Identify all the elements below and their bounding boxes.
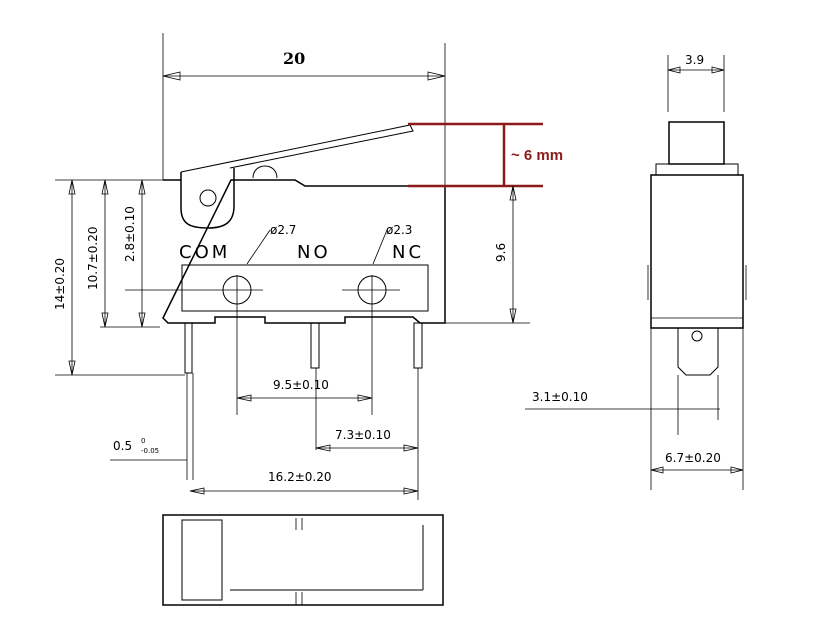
height-to-lever-dim: 14±0.20 <box>53 258 67 310</box>
terminal-com <box>184 322 193 374</box>
terminal-tol-lower: -0.05 <box>141 447 159 455</box>
terminal-tab <box>677 328 719 376</box>
lever-height-dim: 9.6 <box>494 243 508 262</box>
bottom-actuator <box>181 519 223 601</box>
label-no: NO <box>297 242 331 263</box>
bottom-view <box>162 514 444 606</box>
pivot-hole <box>199 189 217 207</box>
terminal-no <box>310 322 320 369</box>
front-view: ø2.7 ø2.3 COM NO NC 20 ~ 6 mm 9.6 <box>53 33 563 500</box>
travel-annotation: ~ 6 mm <box>511 147 563 164</box>
terminal-nc <box>413 322 423 369</box>
hole-com-diameter: ø2.7 <box>270 223 296 237</box>
terminal-thickness-dim: 0.5 <box>113 439 132 453</box>
side-body <box>650 174 744 329</box>
mounting-plate <box>181 264 429 312</box>
height-to-pivot-dim: 10.7±0.20 <box>86 227 100 291</box>
plunger <box>668 121 725 165</box>
bottom-body <box>162 514 444 606</box>
body-thickness-dim: 6.7±0.20 <box>665 451 721 465</box>
label-nc: NC <box>392 242 424 263</box>
lever-arm <box>180 124 414 173</box>
terminal-tol-upper: 0 <box>141 437 145 445</box>
label-com: COM <box>179 242 230 263</box>
pitch-no-nc-dim: 7.3±0.10 <box>335 428 391 442</box>
overall-width-dim: 20 <box>283 49 305 68</box>
pitch-com-no-dim: 9.5±0.10 <box>273 378 329 392</box>
tab-offset-dim: 3.1±0.10 <box>532 390 588 404</box>
terminal-span-dim: 16.2±0.20 <box>268 470 332 484</box>
terminal-tab-hole <box>691 330 703 342</box>
plunger-width-dim: 3.9 <box>685 53 704 67</box>
pivot-offset-dim: 2.8±0.10 <box>123 206 137 262</box>
collar <box>655 163 739 176</box>
pivot-hook <box>180 168 235 229</box>
side-view: 3.9 3.1±0.10 6.7±0.20 <box>525 53 747 490</box>
hole-nc-diameter: ø2.3 <box>386 223 412 237</box>
roller <box>252 165 278 179</box>
